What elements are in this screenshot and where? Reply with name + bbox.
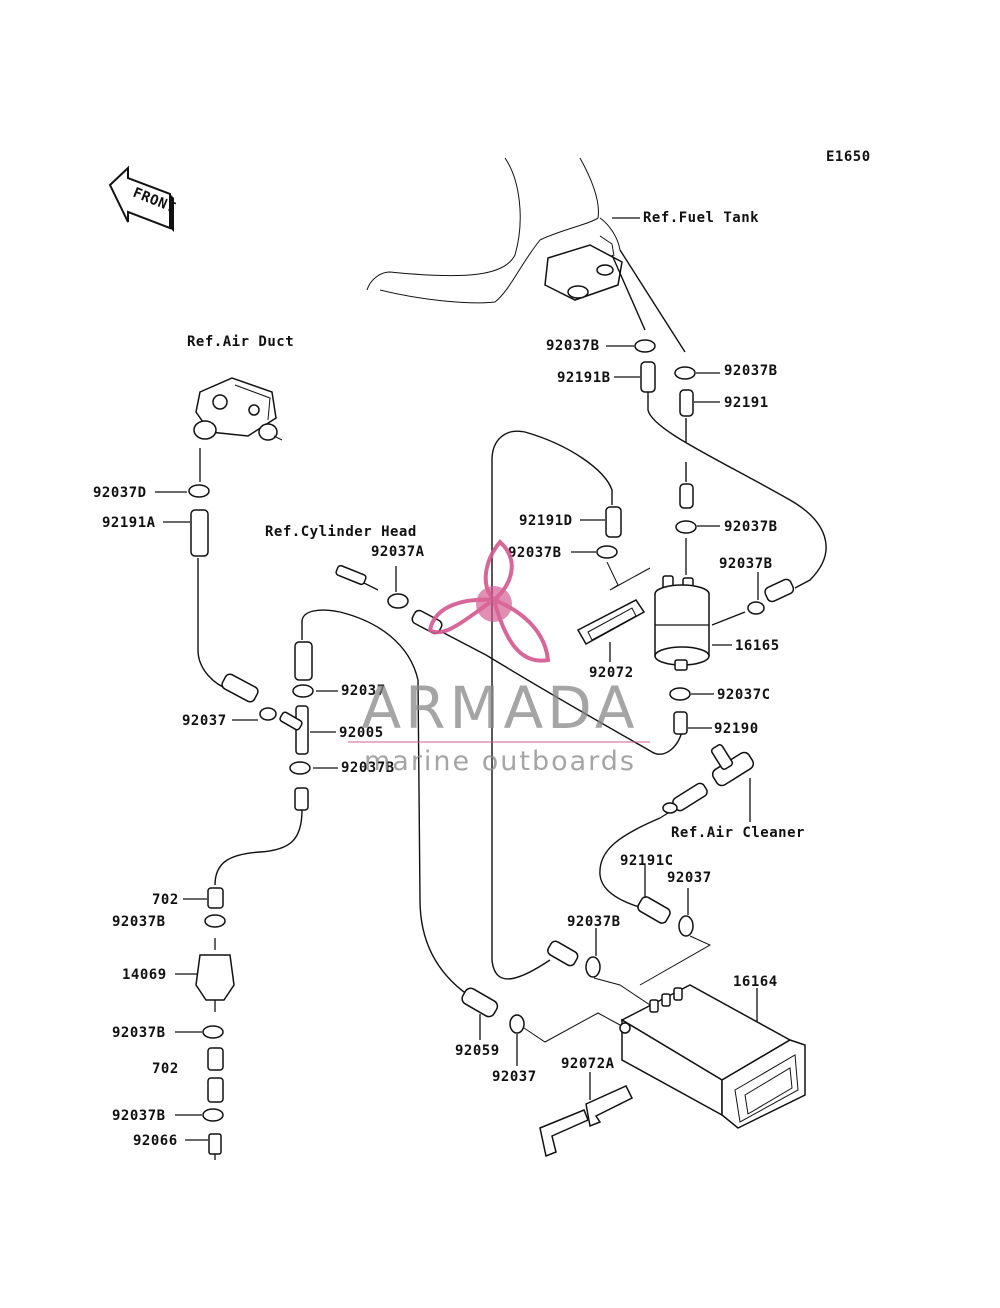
part-14069: 14069 [122,967,167,983]
ref-air-cleaner-label: Ref.Air Cleaner [671,825,805,841]
part-92072: 92072 [589,665,634,681]
armada-watermark-logo: ARMADA marine outboards [348,539,650,777]
part-92037B-right2: 92037B [719,556,773,572]
air-cleaner-fitting [659,744,755,819]
part-92037-mid: 92037 [341,683,386,699]
front-arrow-icon: FRONT [108,165,178,232]
fuel-filter-14069 [195,938,235,1012]
part-16165: 16165 [735,638,780,654]
part-92037B-filter-bottom: 92037B [112,1025,166,1041]
part-92191: 92191 [724,395,769,411]
part-92037-left: 92037 [182,713,227,729]
part-92037B-top-right: 92037B [724,363,778,379]
canister-16164 [619,984,806,1129]
part-92191B: 92191B [557,370,611,386]
part-92072A: 92072A [561,1056,615,1072]
part-92037B-bottom: 92037B [112,1108,166,1124]
part-92037-canister: 92037 [667,870,712,886]
part-702-bottom: 702 [152,1061,179,1077]
part-92037B-right1: 92037B [724,519,778,535]
part-92037D: 92037D [93,485,147,501]
part-92059: 92059 [455,1043,500,1059]
part-92191C: 92191C [620,853,674,869]
part-92037B-mid: 92037B [508,545,562,561]
fuel-tank-outline [366,157,623,304]
part-92191A: 92191A [102,515,156,531]
part-92037B-top-left: 92037B [546,338,600,354]
part-16164: 16164 [733,974,778,990]
part-92037A: 92037A [371,544,425,560]
canister-16165 [654,575,710,671]
part-92037B-left: 92037B [341,760,395,776]
part-92066: 92066 [133,1133,178,1149]
drain-fitting-92066 [208,1133,222,1160]
part-92037B-canister: 92037B [567,914,621,930]
part-92005: 92005 [339,725,384,741]
diagram-code: E1650 [826,149,871,165]
watermark-brand: ARMADA [361,674,638,742]
ref-cylinder-head-label: Ref.Cylinder Head [265,524,417,540]
part-92037B-filter-top: 92037B [112,914,166,930]
air-duct-valve [193,377,283,441]
propeller-icon [427,539,551,663]
part-92190: 92190 [714,721,759,737]
part-702-top: 702 [152,892,179,908]
cylinder-head-fitting [335,564,379,591]
t-joint-92005 [279,705,309,755]
part-92037C: 92037C [717,687,771,703]
ref-fuel-tank-label: Ref.Fuel Tank [643,210,759,226]
bracket-92072A [539,1085,634,1158]
part-92191D: 92191D [519,513,573,529]
watermark-tagline: marine outboards [364,746,636,777]
ref-air-duct-label: Ref.Air Duct [187,334,294,350]
bracket-92072 [576,599,646,646]
part-92037-bottom: 92037 [492,1069,537,1085]
